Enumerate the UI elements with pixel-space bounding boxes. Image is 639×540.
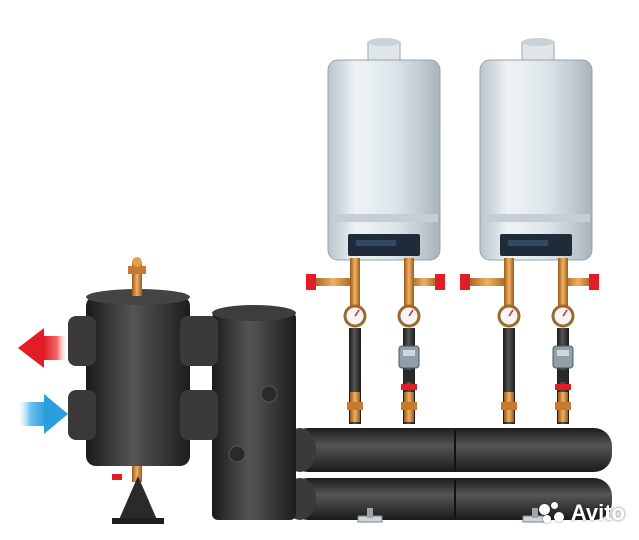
boiler-pipe-column [497, 258, 521, 424]
safety-valve [306, 274, 316, 290]
circulation-pump [552, 345, 574, 369]
watermark-text: Avito [570, 500, 625, 525]
return-cold-arrow [20, 394, 68, 434]
avito-watermark: Avito [538, 500, 625, 526]
boiler-pipe-column [397, 258, 421, 424]
safety-valve [460, 274, 470, 290]
boiler-pipe-column [551, 258, 575, 424]
fill-valve [589, 274, 599, 290]
hydraulic-separator [68, 257, 218, 524]
fill-valve [435, 274, 445, 290]
boiler-pipe-column [343, 258, 367, 424]
avito-dots-icon [538, 502, 565, 524]
boiler-left [327, 38, 441, 261]
boiler-right [479, 38, 593, 261]
circulation-pump [398, 345, 420, 369]
distribution-manifold [284, 428, 612, 520]
manifold-column [212, 305, 296, 520]
boiler-pipe-group [306, 258, 445, 424]
supply-hot-arrow [18, 328, 66, 368]
boiler-pipe-group [460, 258, 599, 424]
